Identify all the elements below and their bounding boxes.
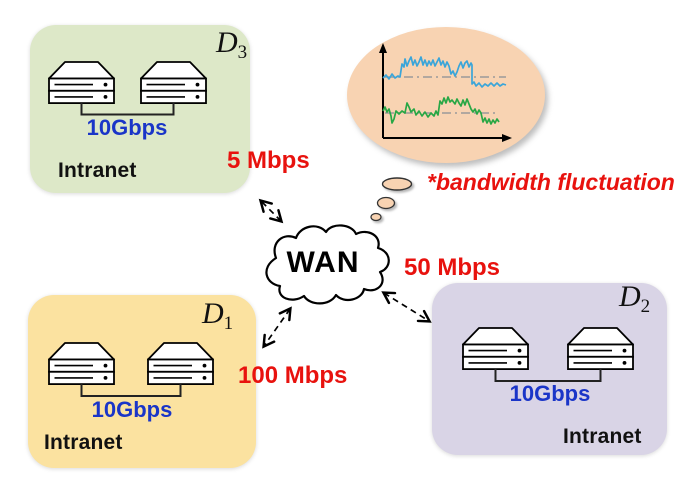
wan-link-arrow-d3: [258, 198, 284, 224]
fluctuation-chart: [379, 43, 512, 142]
wan-link-arrow-d2: [381, 291, 432, 323]
wan-bandwidth-label-d3: 5 Mbps: [227, 147, 310, 174]
thought-bubble-trail: [370, 177, 413, 222]
server-icon: [140, 61, 207, 104]
intranet-link-d1: [80, 384, 182, 397]
intranet-bandwidth-label-d2: 10Gbps: [509, 381, 591, 406]
intranet-bandwidth-label-d3: 10Gbps: [86, 115, 168, 140]
intranet-label-d3: Intranet: [58, 159, 137, 182]
intranet-link-d2: [494, 369, 602, 382]
datacenter-box-d3: [30, 25, 250, 193]
bandwidth-fluctuation-note: *bandwidth fluctuation: [427, 169, 675, 195]
server-icon: [147, 342, 214, 386]
server-icon: [48, 342, 115, 386]
thought-bubble-medium: [376, 196, 396, 210]
wan-cloud: [265, 224, 390, 305]
thought-bubble-small: [370, 212, 382, 222]
intranet-bandwidth-label-d1: 10Gbps: [91, 397, 173, 422]
datacenter-label-d1: D1: [202, 297, 234, 334]
wan-label: WAN: [286, 246, 360, 279]
intranet-link-d3: [80, 103, 175, 116]
wan-bandwidth-label-d2: 50 Mbps: [404, 254, 501, 281]
chart-series-blue: [382, 56, 507, 88]
thought-bubble-large: [381, 177, 413, 191]
chart-y-axis-arrow: [379, 43, 387, 53]
datacenter-label-d3: D3: [216, 26, 248, 63]
wan-link-arrow-d1: [262, 306, 292, 349]
intranet-label-d1: Intranet: [44, 431, 123, 454]
intranet-label-d2: Intranet: [563, 425, 642, 448]
chart-x-axis-arrow: [502, 134, 512, 142]
wan-bandwidth-label-d1: 100 Mbps: [238, 362, 348, 389]
server-icon: [48, 61, 115, 104]
bandwidth-callout-ellipse: [347, 27, 545, 163]
server-icon: [567, 327, 634, 371]
datacenter-label-d2: D2: [619, 280, 651, 317]
server-icon: [462, 327, 529, 371]
chart-series-green: [382, 96, 500, 125]
